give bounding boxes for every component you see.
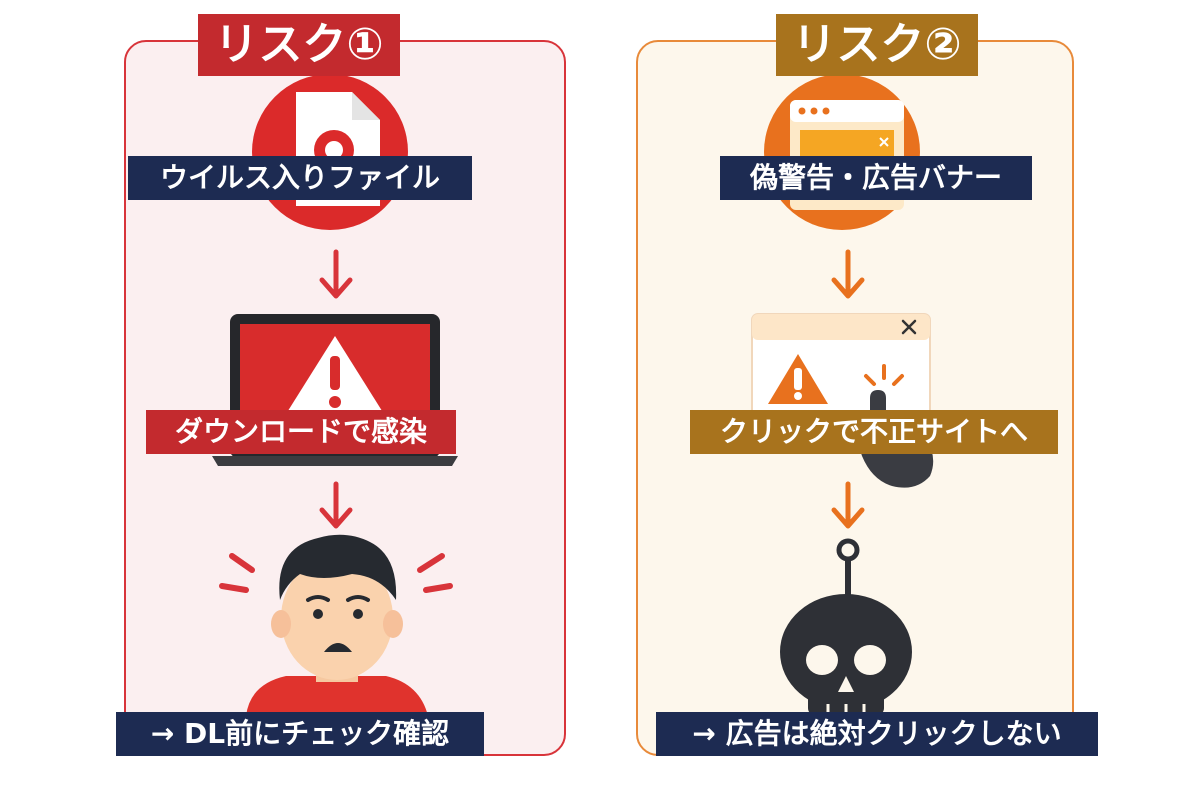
risk-1-title: リスク① [198, 14, 400, 76]
worried-person-icon [219, 534, 453, 716]
risk-2-threat-label: 偽警告・広告バナー [720, 156, 1032, 200]
risk-1-effect-label: ダウンロードで感染 [146, 410, 456, 454]
risk-2-effect-label: クリックで不正サイトへ [690, 410, 1058, 454]
arrow-down-icon [831, 249, 865, 299]
arrow-down-icon [831, 481, 865, 529]
risk-2-advice: → 広告は絶対クリックしない [656, 712, 1098, 756]
risk-1-threat-label: ウイルス入りファイル [128, 156, 472, 200]
popup-warning-click-icon [751, 313, 934, 488]
risk-2-title: リスク② [776, 14, 978, 76]
arrow-down-icon [319, 481, 353, 529]
risk-1-advice: → DL前にチェック確認 [116, 712, 484, 756]
arrow-down-icon [319, 249, 353, 299]
infected-file-icon [252, 74, 408, 230]
phishing-skull-icon [780, 538, 912, 716]
fake-ad-window-icon [764, 74, 920, 230]
